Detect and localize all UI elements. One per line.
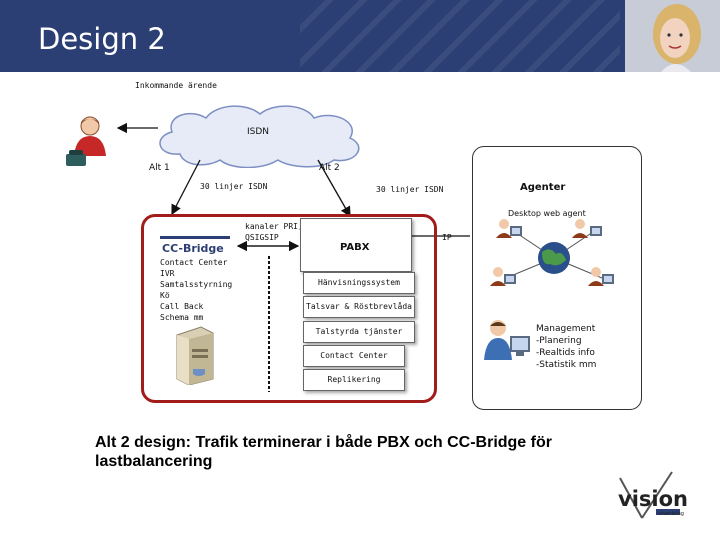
agents-title: Agenter: [520, 182, 566, 193]
contact-center-frame: [141, 214, 437, 403]
isdn-lines-right: 30 linjer ISDN: [376, 185, 444, 194]
management-item: -Realtids info: [536, 348, 595, 358]
incoming-label: Inkommande ärende: [135, 81, 217, 90]
cloud-label: ISDN: [247, 127, 270, 137]
feature-item: Kö: [160, 291, 170, 300]
title-banner: [0, 0, 720, 72]
pbx-module: Talsvar & Röstbrevlåda: [303, 296, 415, 318]
alt2-label: Alt 2: [319, 163, 340, 173]
management-item: -Statistik mm: [536, 360, 597, 370]
feature-item: Call Back: [160, 302, 204, 311]
feature-item: Schema mm: [160, 313, 204, 322]
management-item: Management: [536, 324, 596, 334]
slide-title: Design 2: [38, 22, 166, 56]
agent-workstation-icon: [588, 267, 614, 286]
agent-workstation-icon: [496, 219, 522, 238]
pbx-module: Hänvisningssystem: [303, 272, 415, 294]
server-icon: [176, 326, 214, 385]
desktop-agent-label: Desktop web agent: [508, 209, 586, 218]
vision-logo: vision utveckling: [618, 471, 688, 519]
manager-icon: [484, 320, 530, 360]
channels-label: kanaler PRI, QSIGSIP: [245, 222, 303, 242]
cc-bridge-feature-list: Contact Center IVR Samtalsstyrning Kö Ca…: [160, 257, 232, 323]
ip-label: IP: [442, 233, 452, 242]
feature-item: Samtalsstyrning: [160, 280, 233, 289]
pbx-module: Replikering: [303, 369, 405, 391]
pabx-box: [300, 218, 412, 272]
pbx-module: Contact Center: [303, 345, 405, 367]
isdn-lines-left: 30 linjer ISDN: [200, 182, 268, 191]
presenter-photo: [625, 0, 720, 72]
slide-caption: Alt 2 design: Trafik terminerar i både P…: [95, 434, 552, 470]
logo-text: vision: [618, 487, 688, 511]
agent-network-graphic: [490, 219, 614, 286]
isdn-cloud: [159, 105, 360, 168]
pbx-module: Talstyrda tjänster: [303, 321, 415, 343]
logo-subtext: utveckling: [658, 511, 684, 517]
cc-bridge-logo-text: CC-Bridge: [162, 242, 224, 255]
management-item: -Planering: [536, 336, 582, 346]
agent-workstation-icon: [490, 267, 516, 286]
agent-workstation-icon: [572, 219, 602, 238]
feature-item: IVR: [160, 269, 175, 278]
pabx-label: PABX: [340, 242, 370, 253]
management-list: Management -Planering -Realtids info -St…: [536, 323, 596, 371]
banner-decoration: [300, 0, 620, 72]
cc-bridge-logo: CC-Bridge: [160, 236, 230, 255]
caller-person-icon: [66, 116, 106, 166]
feature-item: Contact Center: [160, 258, 228, 267]
alt1-label: Alt 1: [149, 163, 170, 173]
